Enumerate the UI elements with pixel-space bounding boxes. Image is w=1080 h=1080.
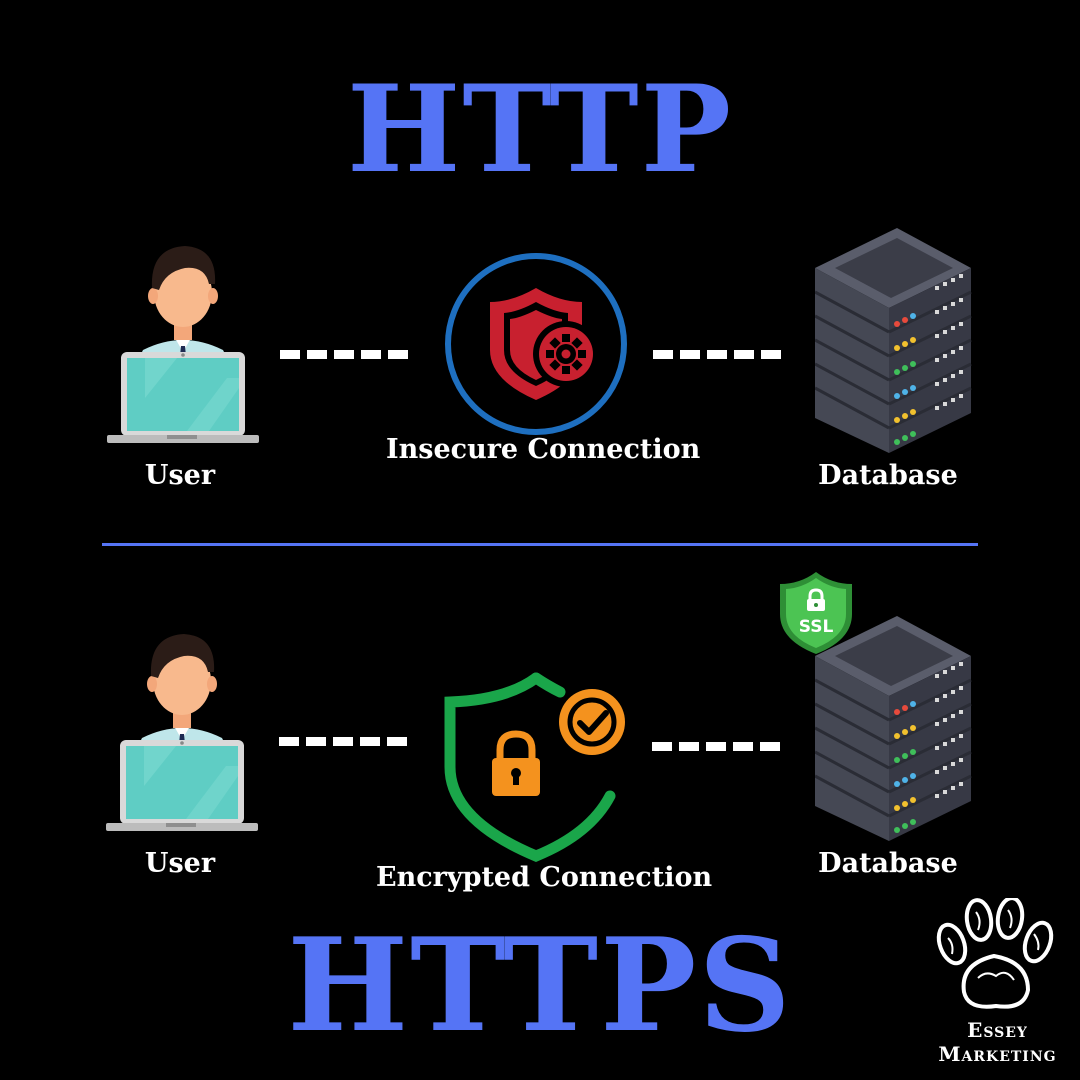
https-title: HTTPS: [287, 911, 793, 1061]
insecure-shield-icon: [442, 250, 630, 438]
ssl-badge-icon: SSL: [778, 570, 854, 656]
insecure-connection-label: Insecure Connection: [386, 434, 701, 465]
section-divider: [102, 543, 978, 546]
brand-name-line1: Essey: [967, 1018, 1028, 1042]
http-database-label: Database: [818, 460, 958, 491]
http-server-rack-icon: [815, 228, 975, 458]
http-link-database: [653, 344, 781, 359]
http-user-label: User: [144, 460, 216, 491]
https-server-rack-icon: [815, 616, 975, 846]
http-link-user: [280, 344, 408, 359]
https-user-icon: [104, 626, 259, 836]
https-link-database: [652, 736, 780, 751]
brand-name-line2: Marketing: [938, 1042, 1057, 1066]
https-database-label: Database: [818, 848, 958, 879]
http-title: HTTP: [347, 59, 733, 200]
http-user-icon: [105, 238, 260, 448]
ssl-badge-text: SSL: [799, 617, 834, 637]
encrypted-shield-icon: [440, 672, 636, 862]
paw-print-icon: [934, 898, 1058, 1016]
encrypted-connection-label: Encrypted Connection: [376, 862, 713, 893]
https-user-label: User: [144, 848, 216, 879]
https-link-user: [279, 731, 407, 746]
